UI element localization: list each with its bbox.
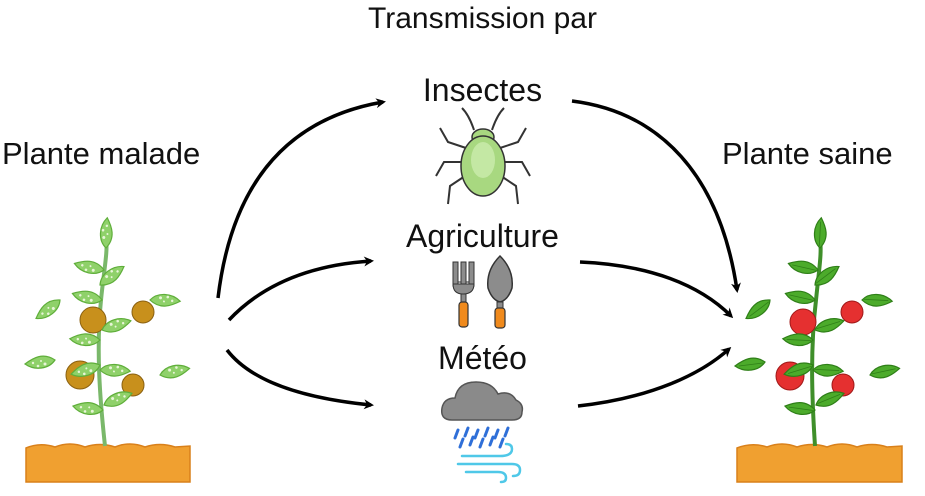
arrow-sick-to-agriculture [227,256,374,322]
vector-label-agriculture: Agriculture [406,218,559,254]
trowel-icon [487,254,513,329]
arrow-meteo-to-healthy [577,346,732,408]
sick-plant-icon [24,216,191,483]
diagram-title: Transmission par [368,2,597,35]
vector-label-insects: Insectes [422,72,543,108]
arrow-sick-to-insects [216,98,386,299]
arrow-agriculture-to-healthy [579,260,734,319]
fork-icon [452,261,475,328]
vector-label-meteo: Météo [438,340,527,376]
arrow-sick-to-meteo [225,348,374,410]
aphid-icon [435,107,531,205]
garden-tools-icon [452,254,513,329]
cloud-icon [440,381,524,421]
rain-drops-icon [453,426,510,449]
healthy-plant-label: Plante saine [722,136,893,171]
rain-wind-icon [440,381,524,484]
wind-icon [456,442,522,484]
healthy-plant-icon [734,216,903,483]
arrow-insects-to-healthy [571,99,741,293]
arrows [216,98,741,410]
sick-plant-label: Plante malade [2,136,201,171]
